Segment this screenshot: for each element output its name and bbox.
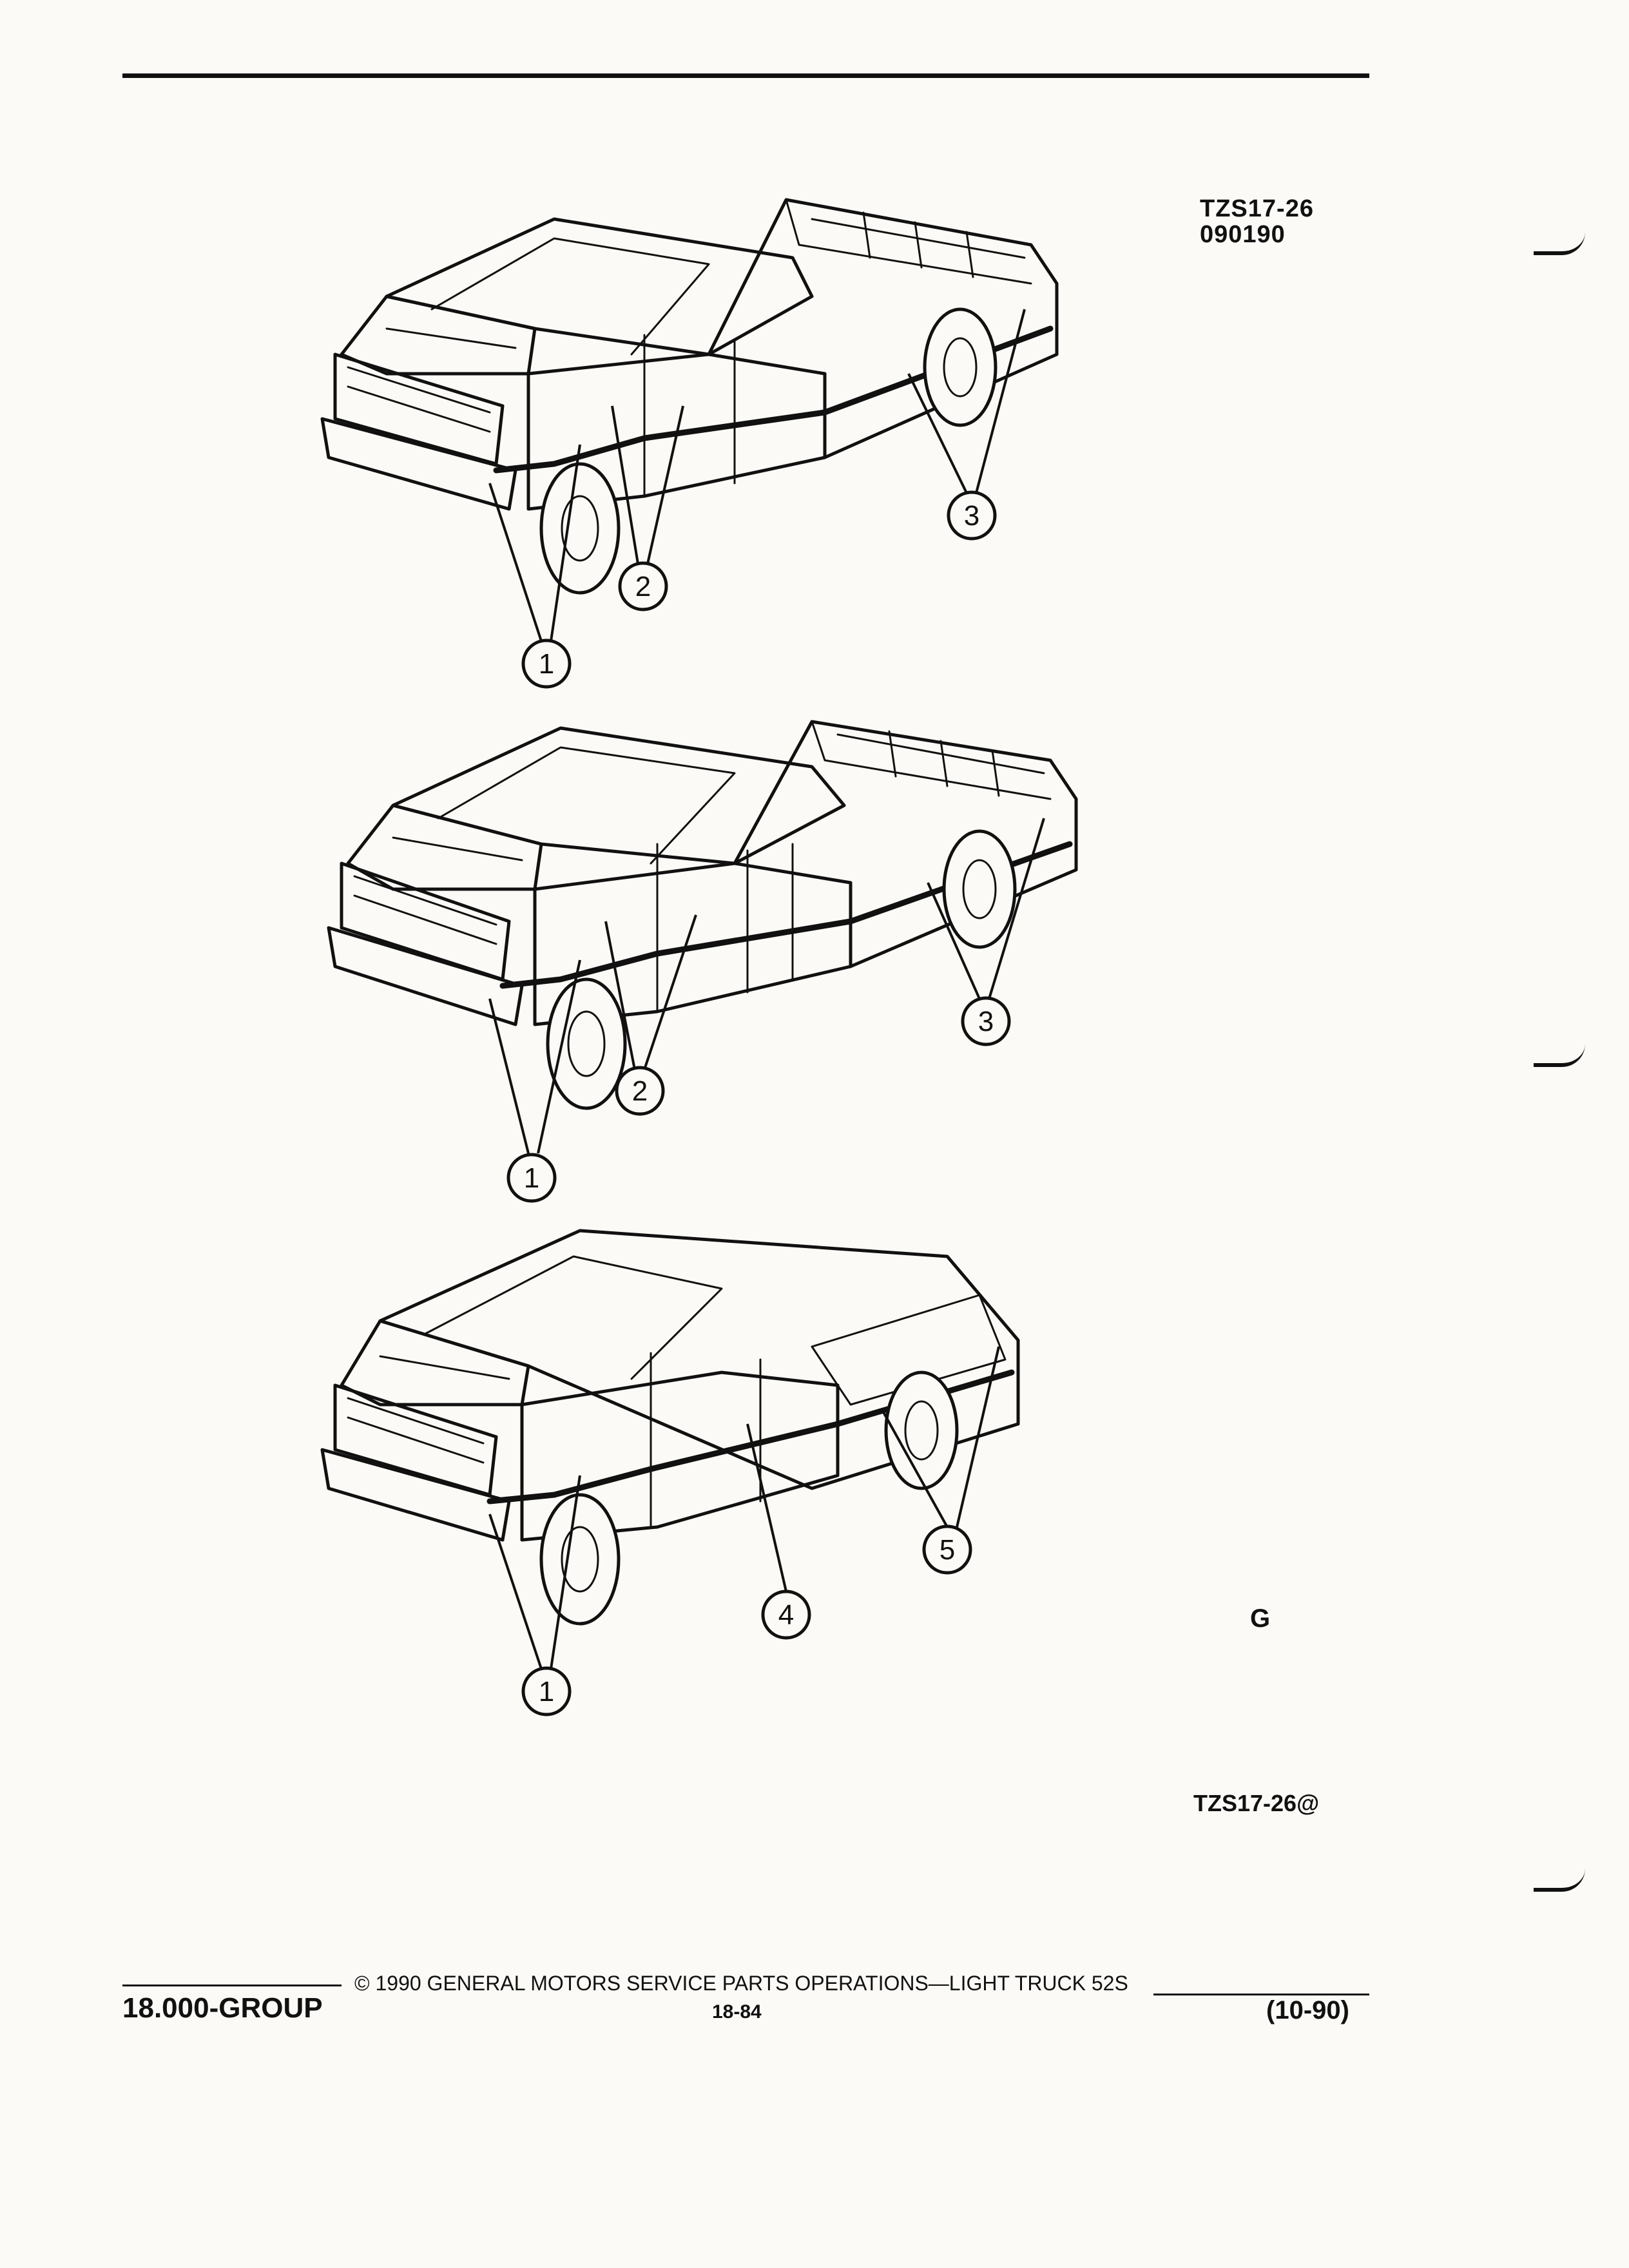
- binding-mark-middle: [1534, 1044, 1585, 1067]
- top-rule: [122, 73, 1369, 78]
- callout-2: 2: [615, 1066, 665, 1116]
- figure-id: TZS17-26@: [1193, 1790, 1320, 1816]
- callout-5: 5: [922, 1524, 972, 1575]
- svg-text:3: 3: [978, 1006, 994, 1037]
- binding-mark-bottom: [1534, 1869, 1585, 1892]
- callout-3: 3: [947, 490, 997, 541]
- reference-code-line2: 090190: [1200, 221, 1286, 248]
- footer-page-number: 18-84: [712, 2001, 762, 2023]
- callout-2: 2: [618, 561, 668, 611]
- callout-1: 1: [521, 639, 572, 689]
- binding-mark-top: [1534, 232, 1585, 255]
- callout-1: 1: [506, 1153, 557, 1203]
- footer-rule-right: [1153, 1994, 1369, 1995]
- footer-group: 18.000-GROUP: [122, 1992, 323, 2024]
- figure-extended-cab-pickup: 1 2 3: [284, 677, 1083, 1211]
- footer-rule-left: [122, 1984, 342, 1986]
- figure-regular-cab-pickup: 1 2 3: [284, 161, 1083, 696]
- svg-text:5: 5: [940, 1534, 955, 1566]
- regular-cab-pickup-drawing: 1 2 3: [320, 198, 1059, 689]
- svg-text:2: 2: [635, 571, 651, 602]
- reference-code: TZS17-26 090190: [1200, 196, 1314, 247]
- logo-mark: G: [1250, 1604, 1270, 1633]
- svg-text:4: 4: [778, 1599, 794, 1631]
- blazer-utility-drawing: 1 4 5: [320, 1229, 1020, 1716]
- footer-date: (10-90): [1266, 1996, 1349, 2024]
- reference-code-line1: TZS17-26: [1200, 195, 1314, 222]
- callout-3: 3: [961, 996, 1011, 1046]
- svg-text:1: 1: [524, 1162, 539, 1194]
- svg-text:1: 1: [539, 648, 554, 680]
- svg-text:1: 1: [539, 1676, 554, 1707]
- svg-text:3: 3: [964, 500, 979, 532]
- extended-cab-pickup-drawing: 1 2 3: [327, 720, 1078, 1203]
- footer-copyright: © 1990 GENERAL MOTORS SERVICE PARTS OPER…: [354, 1972, 1128, 1995]
- callout-1: 1: [521, 1666, 572, 1716]
- svg-text:2: 2: [632, 1075, 648, 1107]
- figure-blazer-utility: 1 4 5: [284, 1192, 1083, 1727]
- callout-4: 4: [761, 1590, 811, 1640]
